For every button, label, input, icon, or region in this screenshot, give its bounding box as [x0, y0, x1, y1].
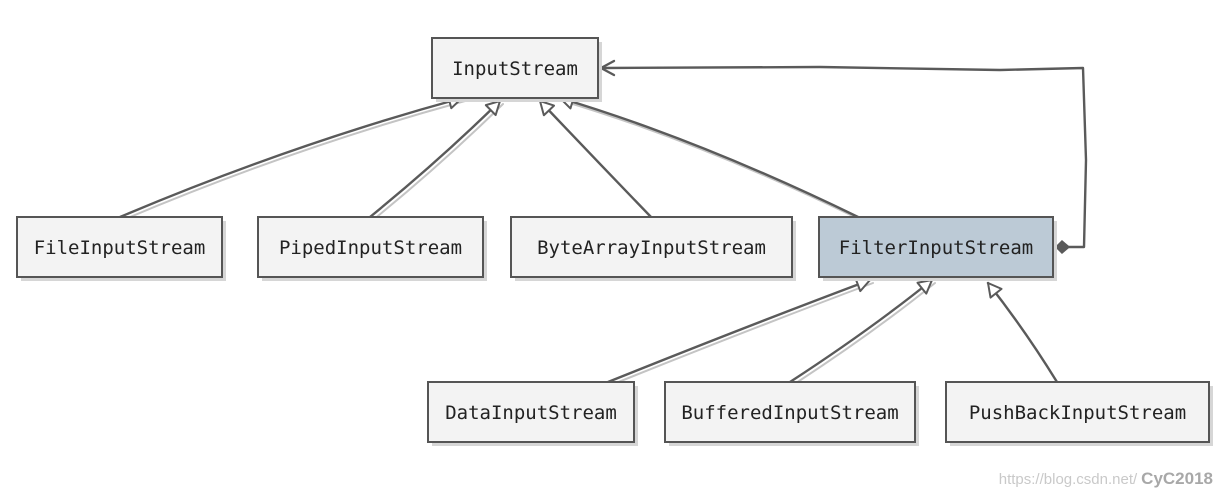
- edge-halo: [792, 282, 936, 386]
- edge-piped-input-stream-to-input-stream-inheritance: [368, 99, 504, 221]
- node-label: DataInputStream: [445, 402, 617, 424]
- hollow-triangle-arrowhead: [916, 279, 933, 295]
- edge-line: [606, 278, 872, 384]
- node-label: PipedInputStream: [279, 237, 462, 259]
- edge-line: [368, 99, 502, 219]
- node-file-input-stream: FileInputStream: [16, 216, 226, 281]
- filled-diamond-marker: [1054, 239, 1071, 255]
- edge-data-input-stream-to-filter-input-stream-inheritance: [606, 277, 874, 386]
- edge-halo: [610, 282, 874, 386]
- edge-halo: [372, 103, 504, 221]
- node-data-input-stream: DataInputStream: [427, 381, 638, 446]
- edge-pushback-input-stream-to-filter-input-stream-inheritance: [986, 281, 1059, 384]
- watermark-url: https://blog.csdn.net/: [998, 470, 1138, 488]
- node-pushback-input-stream: PushBackInputStream: [945, 381, 1213, 446]
- edges-layer: [118, 59, 1088, 386]
- node-byte-array-input-stream: ByteArrayInputStream: [510, 216, 796, 281]
- node-piped-input-stream: PipedInputStream: [257, 216, 487, 281]
- node-box: [431, 37, 599, 99]
- node-box: [664, 381, 916, 443]
- node-box: [16, 216, 223, 278]
- node-label: ByteArrayInputStream: [537, 237, 766, 259]
- edge-halo: [562, 100, 862, 221]
- node-box: [945, 381, 1210, 443]
- edge-filter-input-stream-to-input-stream-inheritance: [558, 94, 862, 221]
- node-buffered-input-stream: BufferedInputStream: [664, 381, 919, 446]
- edge-line: [558, 96, 860, 219]
- edge-line: [118, 96, 464, 219]
- node-label: PushBackInputStream: [969, 402, 1186, 424]
- hollow-triangle-arrowhead: [987, 282, 1003, 299]
- node-label: InputStream: [452, 58, 578, 80]
- edge-halo: [122, 100, 466, 221]
- node-label: FilterInputStream: [839, 237, 1033, 259]
- node-input-stream: InputStream: [431, 37, 602, 102]
- node-box: [510, 216, 793, 278]
- edge-byte-array-input-stream-to-input-stream-inheritance: [538, 99, 653, 219]
- edge-file-input-stream-to-input-stream-inheritance: [118, 93, 466, 221]
- edge-line: [600, 65, 1088, 249]
- node-box: [818, 216, 1054, 278]
- edge-line: [538, 99, 653, 219]
- edge-line: [788, 278, 934, 384]
- hollow-triangle-arrowhead: [484, 100, 501, 117]
- node-label: BufferedInputStream: [681, 402, 898, 424]
- node-box: [257, 216, 484, 278]
- watermark-logo: CyC2018: [1141, 469, 1213, 488]
- node-filter-input-stream: FilterInputStream: [818, 216, 1057, 281]
- edge-buffered-input-stream-to-filter-input-stream-inheritance: [788, 278, 936, 386]
- hollow-triangle-arrowhead: [539, 100, 556, 117]
- watermark: https://blog.csdn.net/ CyC2018: [999, 469, 1213, 489]
- node-box: [427, 381, 635, 443]
- edge-line: [986, 281, 1059, 384]
- node-label: FileInputStream: [34, 237, 206, 259]
